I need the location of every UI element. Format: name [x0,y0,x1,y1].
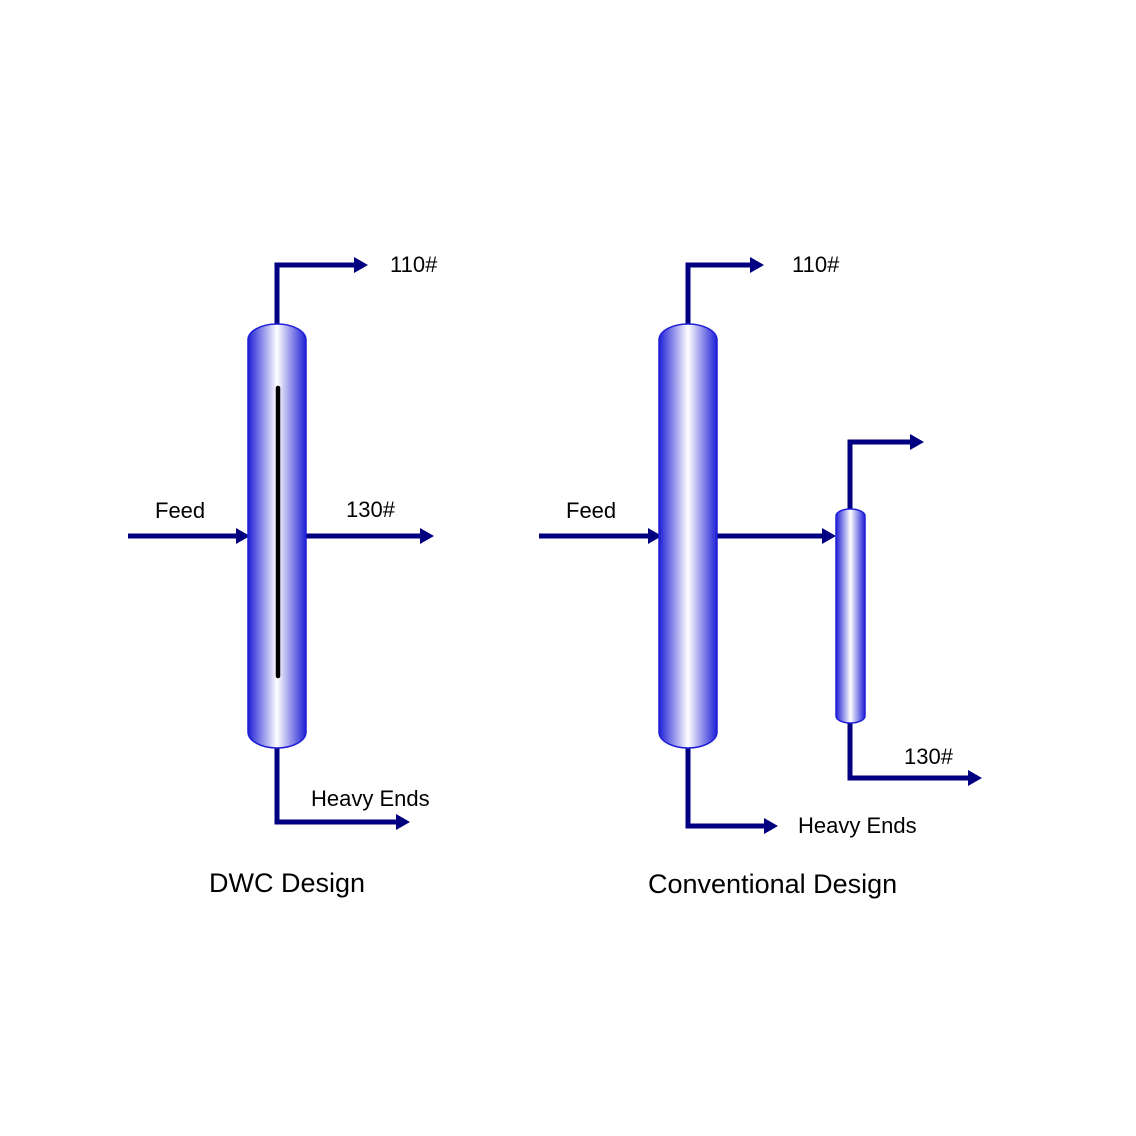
dwc-design: 110# Feed 130# Heavy Ends DWC Design [128,252,438,898]
conv-side-product-line [847,720,970,781]
dwc-bottom-product-label: Heavy Ends [311,786,430,811]
dwc-title: DWC Design [209,868,365,898]
conv-second-column-overhead-line [847,439,912,512]
dwc-top-product-label: 110# [390,252,438,277]
conv-feed-arrow-icon [648,528,662,544]
conv-main-column [658,323,718,749]
dwc-side-product-label: 130# [346,497,396,522]
conv-top-product-label: 110# [792,252,840,277]
dwc-bottom-product-arrow-icon [396,814,410,830]
conv-top-product-line [685,262,752,328]
conventional-design: 110# Feed 130# Heavy Ends Conventional D… [539,252,982,899]
conv-top-product-arrow-icon [750,257,764,273]
dwc-top-product-line [274,262,356,328]
conv-transfer-arrow-icon [822,528,836,544]
dwc-top-product-arrow-icon [354,257,368,273]
conv-feed-label: Feed [566,498,616,523]
dwc-feed-label: Feed [155,498,205,523]
conv-second-column [835,508,866,724]
conv-second-column-overhead-arrow-icon [910,434,924,450]
conventional-title: Conventional Design [648,869,897,899]
dwc-bottom-product-line [274,745,398,825]
conv-bottom-product-line [685,745,766,829]
conv-side-product-label: 130# [904,744,954,769]
conv-bottom-product-arrow-icon [764,818,778,834]
conv-side-product-arrow-icon [968,770,982,786]
dwc-side-product-arrow-icon [420,528,434,544]
conv-bottom-product-label: Heavy Ends [798,813,917,838]
dwc-feed-arrow-icon [236,528,250,544]
